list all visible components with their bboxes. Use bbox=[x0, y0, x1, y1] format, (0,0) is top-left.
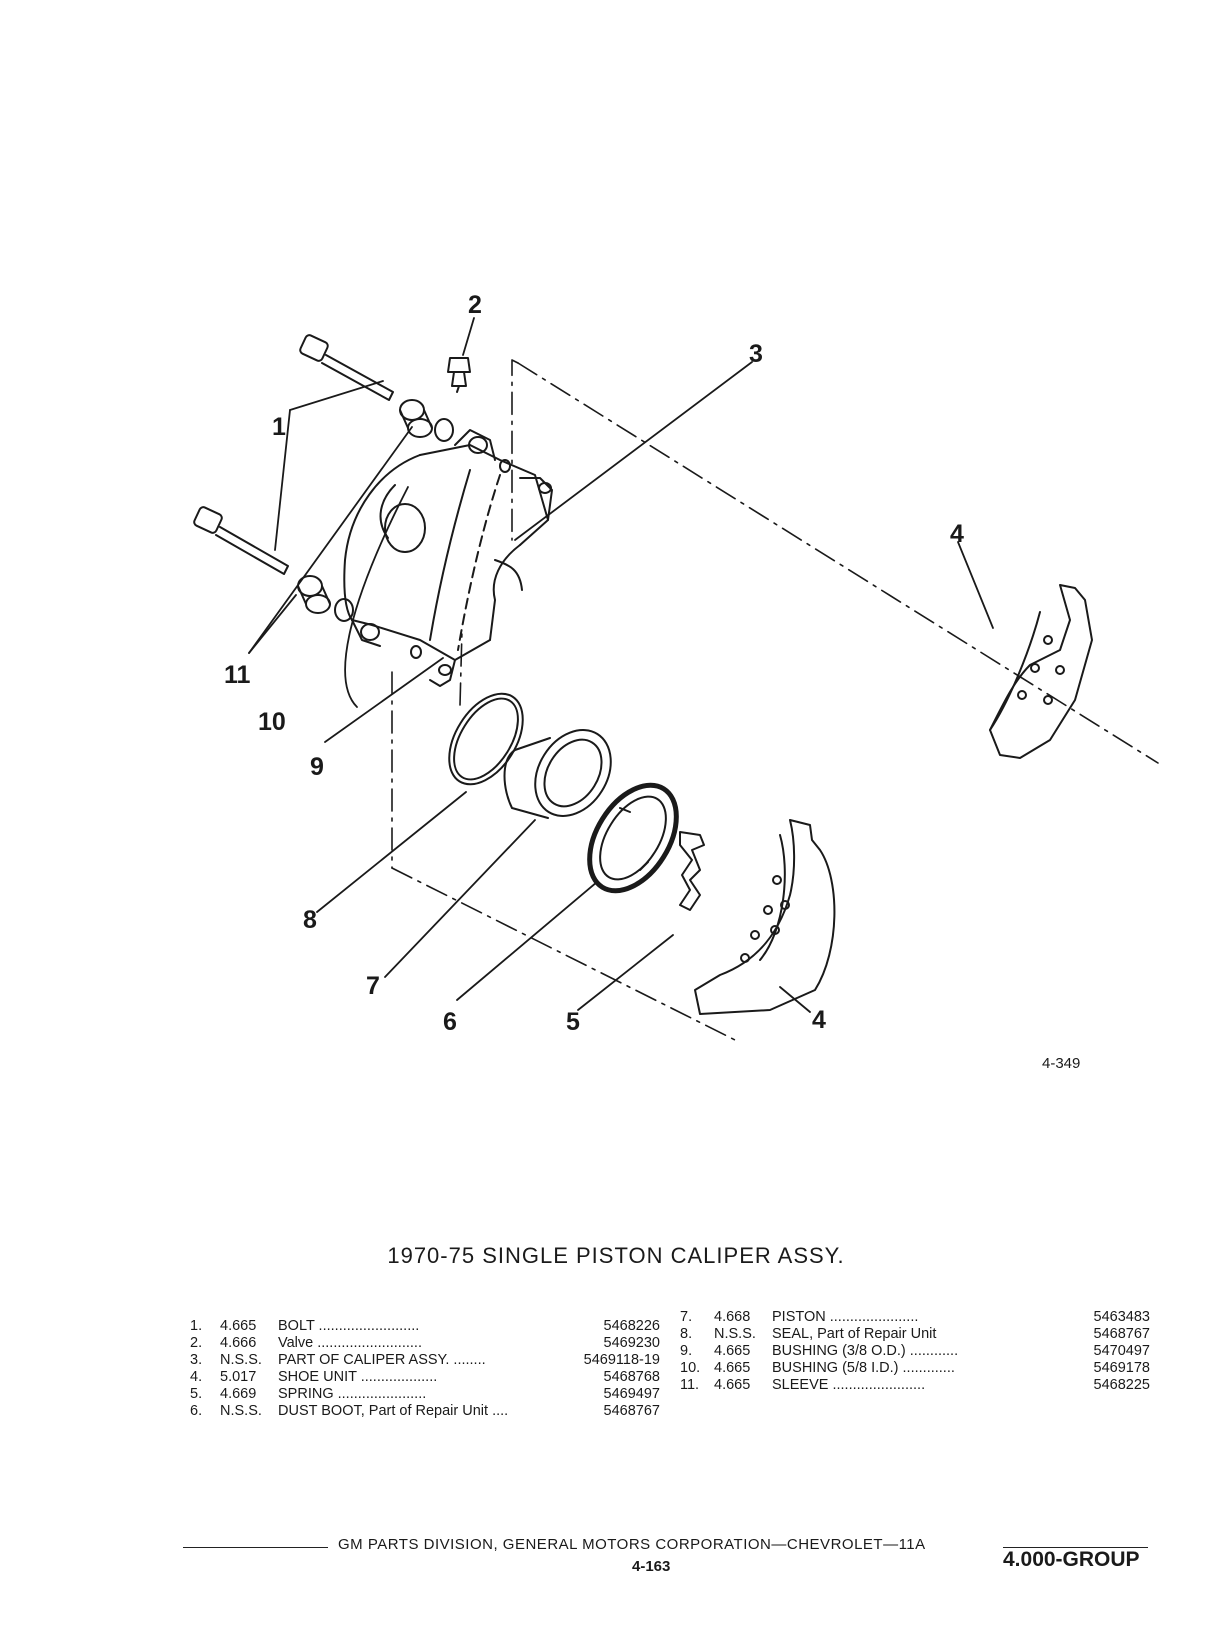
figure-number: 4-349 bbox=[1042, 1055, 1081, 1072]
part-number: 5469230 bbox=[603, 1335, 660, 1351]
bushing-small-upper bbox=[499, 459, 511, 473]
part-description: BUSHING (5/8 I.D.) ............. bbox=[772, 1360, 955, 1376]
group-number: 4.665 bbox=[714, 1343, 751, 1359]
exploded-parts-diagram: 1 2 3 4 4 5 6 7 8 9 10 11 bbox=[193, 291, 1159, 1041]
part-description: BUSHING (3/8 O.D.) ............ bbox=[772, 1343, 959, 1359]
shoe-unit-lower bbox=[694, 819, 836, 1015]
callout-6: 6 bbox=[443, 1008, 457, 1036]
item-number: 3. bbox=[190, 1352, 203, 1368]
callout-9: 9 bbox=[310, 753, 324, 781]
bushing-small-lower bbox=[410, 645, 422, 659]
part-number: 5468767 bbox=[1093, 1326, 1150, 1342]
item-number: 1. bbox=[190, 1318, 203, 1334]
group-number: 5.017 bbox=[220, 1369, 257, 1385]
shoe-spring bbox=[679, 831, 705, 911]
bushing-ring-lower bbox=[334, 598, 354, 622]
part-description: SHOE UNIT ................... bbox=[278, 1369, 438, 1385]
list-item: 7. 4.668 PISTON ...................... 5… bbox=[680, 1309, 1150, 1326]
list-item: 1. 4.665 BOLT ......................... … bbox=[190, 1318, 660, 1335]
piston bbox=[503, 729, 612, 819]
list-item: 11. 4.665 SLEEVE .......................… bbox=[680, 1377, 1150, 1394]
callout-2: 2 bbox=[468, 291, 482, 319]
part-description: DUST BOOT, Part of Repair Unit .... bbox=[278, 1403, 509, 1419]
caliper-housing bbox=[343, 429, 553, 687]
list-item: 9. 4.665 BUSHING (3/8 O.D.) ............… bbox=[680, 1343, 1150, 1360]
callout-3: 3 bbox=[749, 340, 763, 368]
group-label: 4.000-GROUP bbox=[1003, 1548, 1140, 1571]
part-number: 5469497 bbox=[603, 1386, 660, 1402]
callout-8: 8 bbox=[303, 906, 317, 934]
item-number: 11. bbox=[680, 1377, 700, 1393]
callout-5: 5 bbox=[566, 1008, 580, 1036]
list-item: 6. N.S.S. DUST BOOT, Part of Repair Unit… bbox=[190, 1403, 660, 1420]
page-number: 4-163 bbox=[632, 1558, 671, 1575]
list-item: 3. N.S.S. PART OF CALIPER ASSY. ........… bbox=[190, 1352, 660, 1369]
part-description: BOLT ......................... bbox=[278, 1318, 420, 1334]
item-number: 5. bbox=[190, 1386, 203, 1402]
footer-publisher: GM PARTS DIVISION, GENERAL MOTORS CORPOR… bbox=[338, 1536, 926, 1553]
parts-list-right: 7. 4.668 PISTON ...................... 5… bbox=[680, 1309, 1150, 1394]
part-description: SPRING ...................... bbox=[278, 1386, 427, 1402]
part-number: 5470497 bbox=[1093, 1343, 1150, 1359]
item-number: 7. bbox=[680, 1309, 693, 1325]
list-item: 8. N.S.S. SEAL, Part of Repair Unit 5468… bbox=[680, 1326, 1150, 1343]
group-number: N.S.S. bbox=[714, 1326, 756, 1342]
callout-7: 7 bbox=[366, 972, 380, 1000]
group-number: 4.666 bbox=[220, 1335, 257, 1351]
footer-rule-right bbox=[1003, 1547, 1148, 1548]
callout-1: 1 bbox=[272, 413, 286, 441]
item-number: 9. bbox=[680, 1343, 693, 1359]
part-number: 5469178 bbox=[1093, 1360, 1150, 1376]
item-number: 8. bbox=[680, 1326, 693, 1342]
dust-boot bbox=[587, 782, 679, 894]
item-number: 2. bbox=[190, 1335, 203, 1351]
list-item: 2. 4.666 Valve .........................… bbox=[190, 1335, 660, 1352]
bolt-lower bbox=[193, 506, 289, 575]
part-description: PISTON ...................... bbox=[772, 1309, 919, 1325]
list-item: 5. 4.669 SPRING ...................... 5… bbox=[190, 1386, 660, 1403]
group-number: 4.665 bbox=[714, 1377, 751, 1393]
item-number: 4. bbox=[190, 1369, 203, 1385]
item-number: 6. bbox=[190, 1403, 203, 1419]
part-description: SLEEVE ....................... bbox=[772, 1377, 926, 1393]
item-number: 10. bbox=[680, 1360, 701, 1376]
callout-4-lower: 4 bbox=[812, 1006, 826, 1034]
bleeder-valve bbox=[447, 357, 471, 393]
bolt-upper bbox=[299, 334, 394, 401]
callout-10: 10 bbox=[258, 708, 286, 736]
group-number: N.S.S. bbox=[220, 1352, 262, 1368]
page-title: 1970-75 SINGLE PISTON CALIPER ASSY. bbox=[387, 1243, 845, 1268]
list-item: 4. 5.017 SHOE UNIT ................... 5… bbox=[190, 1369, 660, 1386]
callout-4-right: 4 bbox=[950, 520, 964, 548]
callout-11: 11 bbox=[224, 661, 251, 689]
part-description: SEAL, Part of Repair Unit bbox=[772, 1326, 937, 1342]
part-number: 5469118-19 bbox=[583, 1352, 660, 1368]
piston-seal bbox=[448, 692, 524, 786]
list-item: 10. 4.665 BUSHING (5/8 I.D.) ...........… bbox=[680, 1360, 1150, 1377]
part-description: Valve .......................... bbox=[278, 1335, 422, 1351]
part-description: PART OF CALIPER ASSY. ........ bbox=[278, 1352, 486, 1368]
part-number: 5463483 bbox=[1093, 1309, 1150, 1325]
shoe-unit-right bbox=[989, 584, 1093, 759]
leader-lines bbox=[248, 317, 994, 1013]
part-number: 5468767 bbox=[603, 1403, 660, 1419]
parts-list-left: 1. 4.665 BOLT ......................... … bbox=[190, 1318, 660, 1420]
sleeve-upper bbox=[399, 399, 433, 438]
group-number: N.S.S. bbox=[220, 1403, 262, 1419]
sleeve-lower bbox=[297, 575, 331, 614]
footer-rule-left bbox=[183, 1547, 328, 1548]
group-number: 4.669 bbox=[220, 1386, 257, 1402]
group-number: 4.665 bbox=[220, 1318, 257, 1334]
group-number: 4.665 bbox=[714, 1360, 751, 1376]
bushing-ring-upper bbox=[434, 418, 454, 442]
group-number: 4.668 bbox=[714, 1309, 751, 1325]
part-number: 5468226 bbox=[603, 1318, 660, 1334]
part-number: 5468768 bbox=[603, 1369, 660, 1385]
part-number: 5468225 bbox=[1093, 1377, 1150, 1393]
